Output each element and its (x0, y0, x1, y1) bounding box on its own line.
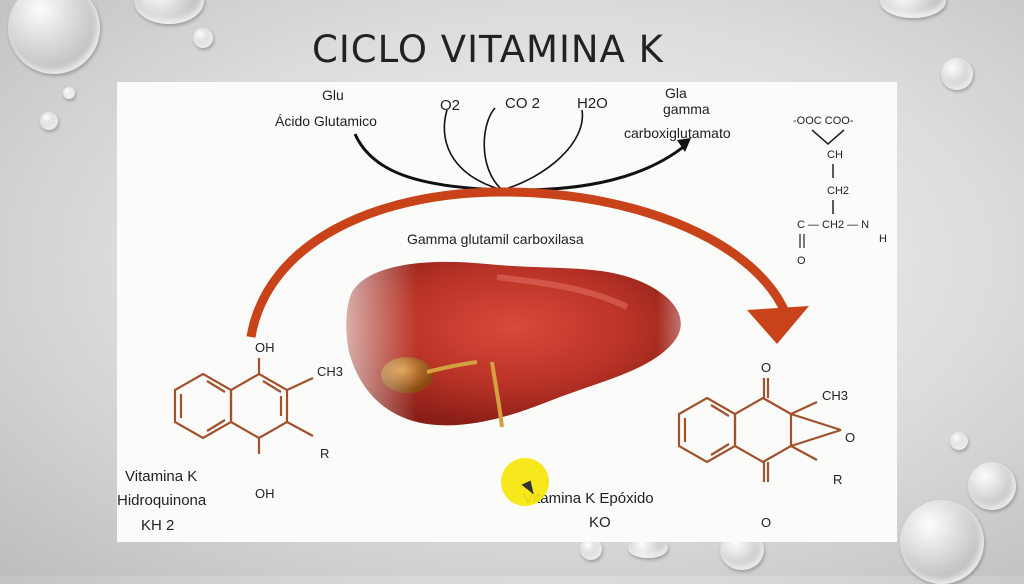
epoxide-o-bottom: O (761, 515, 771, 530)
svg-text:H: H (879, 233, 887, 245)
cursor-highlight (501, 458, 549, 506)
gla-label: Gla (665, 85, 687, 101)
water-droplet (950, 432, 968, 450)
epoxide-abbr: KO (589, 514, 611, 531)
carboxyglutamate-label: carboxiglutamato (624, 125, 731, 141)
glutamic-acid-label: Ácido Glutamico (275, 113, 377, 129)
hq-name-line1: Vitamina K (125, 468, 197, 485)
epoxide-r: R (833, 472, 842, 487)
h2o-label: H2O (577, 95, 608, 112)
epoxide-name: Vitamina K Epóxido (523, 490, 654, 507)
epoxide-ch3: CH3 (822, 388, 848, 403)
water-droplet (900, 500, 984, 584)
water-droplet (40, 112, 58, 130)
hq-r: R (320, 446, 329, 461)
o2-label: O2 (440, 97, 460, 114)
svg-text:-OOC COO-: -OOC COO- (793, 115, 854, 127)
hq-name-line2: Hidroquinona (117, 492, 207, 509)
gla-structure: -OOC COO- CH CH2 C — CH2 — N H O (793, 115, 887, 267)
hq-name-line3: KH 2 (141, 517, 174, 534)
water-droplet (63, 87, 75, 99)
water-droplet (628, 538, 668, 558)
hq-ch3: CH3 (317, 364, 343, 379)
water-droplet (580, 538, 602, 560)
epoxide-o-top: O (761, 360, 771, 375)
enzyme-label: Gamma glutamil carboxilasa (407, 231, 584, 247)
epoxide-ring-o: O (845, 430, 855, 445)
svg-text:CH2: CH2 (827, 185, 849, 197)
hq-oh-bottom: OH (255, 486, 275, 501)
hydroquinone-structure (173, 358, 314, 454)
water-droplet (193, 28, 213, 48)
svg-text:CH: CH (827, 149, 843, 161)
water-droplet (880, 0, 946, 18)
svg-text:O: O (797, 255, 806, 267)
liver-illustration (317, 252, 717, 452)
water-droplet (968, 462, 1016, 510)
water-droplet (8, 0, 100, 74)
diagram-panel: Glu Ácido Glutamico O2 CO 2 H2O Gla gamm… (117, 82, 897, 542)
cofactor-curves (443, 107, 584, 191)
co2-label: CO 2 (505, 95, 540, 112)
water-droplet (941, 58, 973, 90)
vitamin-k-cycle-diagram: Glu Ácido Glutamico O2 CO 2 H2O Gla gamm… (117, 85, 887, 534)
hq-oh-top: OH (255, 340, 275, 355)
svg-text:C — CH2 — N: C — CH2 — N (797, 219, 869, 231)
water-droplet (134, 0, 204, 24)
epoxide-structure (677, 378, 842, 482)
slide-title: CICLO VITAMINA K (312, 28, 664, 71)
cycle-arrow (246, 187, 809, 344)
glu-label: Glu (322, 87, 344, 103)
gamma-label: gamma (663, 101, 710, 117)
